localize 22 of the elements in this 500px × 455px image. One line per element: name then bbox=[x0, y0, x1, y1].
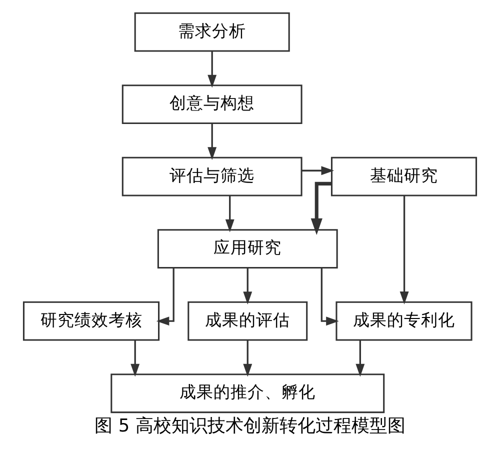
node-box: 评估与筛选 bbox=[122, 156, 302, 196]
node-box: 基础研究 bbox=[330, 156, 478, 196]
arrow bbox=[302, 166, 334, 176]
node-box: 成果的评估 bbox=[188, 301, 308, 341]
node-box: 研究绩效考核 bbox=[22, 301, 160, 341]
arrow bbox=[208, 123, 217, 160]
arrow bbox=[156, 268, 174, 326]
node-box: 成果的推介、孵化 bbox=[110, 374, 385, 414]
arrow bbox=[225, 196, 234, 232]
arrow bbox=[356, 340, 365, 377]
arrow bbox=[243, 340, 252, 377]
arrow bbox=[243, 268, 252, 304]
arrow bbox=[130, 340, 140, 377]
node-box: 应用研究 bbox=[157, 229, 338, 269]
node-box: 成果的专利化 bbox=[336, 301, 472, 341]
caption: 图 5 高校知识技术创新转化过程模型图 bbox=[94, 416, 406, 436]
node-box: 创意与构想 bbox=[122, 84, 302, 124]
arrow bbox=[320, 268, 339, 326]
arrow bbox=[310, 182, 332, 236]
arrow bbox=[208, 51, 217, 88]
node-box: 需求分析 bbox=[134, 12, 290, 52]
arrow bbox=[400, 196, 409, 304]
